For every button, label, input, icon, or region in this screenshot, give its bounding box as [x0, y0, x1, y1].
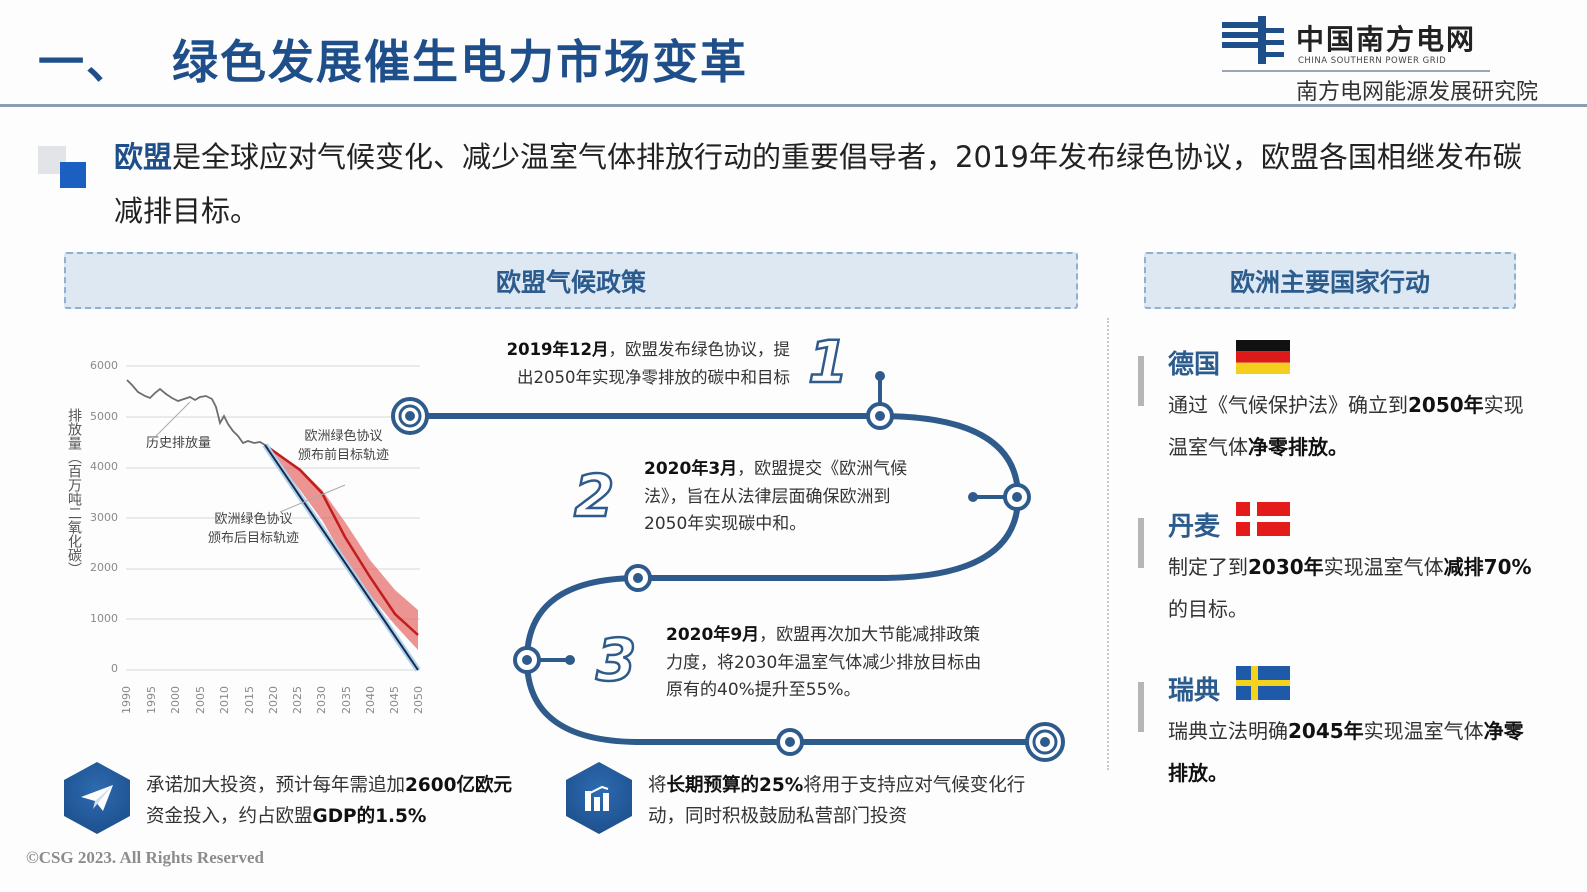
- fact1-text-b: 资金投入，约占欧盟: [146, 806, 313, 827]
- timeline-number-1: 1: [807, 327, 850, 398]
- country-description: 制定了到2030年实现温室气体减排70% 的目标。: [1168, 546, 1538, 630]
- fact2-text-c: 动，同时积极鼓励私营部门投资: [648, 806, 908, 827]
- timeline-text-1b: 出2050年实现净零排放的碳中和目标: [517, 367, 790, 387]
- after-label-line1: 欧洲绿色协议: [214, 512, 293, 527]
- historical-label: 历史排放量: [146, 436, 212, 451]
- after-label-line2: 颁布后目标轨迹: [208, 531, 300, 546]
- denmark-desc-a: 制定了到: [1168, 555, 1248, 579]
- logo-divider: [1222, 70, 1490, 72]
- timeline-event-3: 2020年9月，欧盟再次加大节能减排政策 力度，将2030年温室气体减少排放目标…: [666, 622, 1036, 705]
- csg-logo-icon: [1222, 16, 1284, 64]
- timeline-start-node: [391, 397, 429, 435]
- budget-fact: 将长期预算的25%将用于支持应对气候变化行 动，同时积极鼓励私营部门投资: [648, 770, 1025, 832]
- paper-plane-icon: [64, 762, 130, 834]
- title-text: 绿色发展催生电力市场变革: [172, 35, 748, 89]
- header-divider: [0, 104, 1587, 107]
- intro-text: 是全球应对气候变化、减少温室气体排放行动的重要倡导者，2019年发布绿色协议，欧…: [114, 140, 1522, 228]
- after-target-label: 欧洲绿色协议 颁布后目标轨迹: [208, 510, 299, 548]
- country-name: 丹麦: [1168, 512, 1221, 542]
- country-accent-bar: [1138, 682, 1144, 732]
- page-title: 一、绿色发展催生电力市场变革: [38, 26, 748, 92]
- country-description: 瑞典立法明确2045年实现温室气体净零排放。: [1168, 710, 1538, 794]
- denmark-flag-icon: [1236, 502, 1290, 536]
- denmark-desc-c: 实现温室气体: [1323, 555, 1444, 579]
- sweden-desc-b: 2045年: [1288, 719, 1364, 743]
- country-name: 德国: [1168, 350, 1221, 380]
- y-tick: 4000: [90, 460, 118, 473]
- timeline-date-2: 2020年3月: [644, 459, 738, 479]
- timeline-text-3b: 力度，将2030年温室气体减少排放目标由: [666, 652, 982, 673]
- chart-gridlines: [126, 365, 420, 671]
- intro-paragraph: 欧盟是全球应对气候变化、减少温室气体排放行动的重要倡导者，2019年发布绿色协议…: [114, 130, 1534, 238]
- timeline-number-3: 3: [595, 625, 638, 696]
- bullet-icon: [38, 146, 90, 192]
- y-tick: 6000: [90, 359, 118, 372]
- fact2-text-b: 将用于支持应对气候变化行: [803, 775, 1026, 796]
- timeline-end-node: [1025, 722, 1065, 762]
- fact2-bold: 长期预算的25%: [666, 775, 804, 796]
- institute-name: 南方电网能源发展研究院: [1296, 80, 1539, 105]
- y-tick: 2000: [90, 561, 118, 574]
- timeline-event-2: 2020年3月，欧盟提交《欧洲气候 法》，旨在从法律层面确保欧洲到 2050年实…: [644, 456, 944, 539]
- timeline-text-2b: 法》，旨在从法律层面确保欧洲到: [644, 486, 891, 507]
- logo-name-cn: 中国南方电网: [1296, 23, 1477, 56]
- logo-name-en: CHINA SOUTHERN POWER GRID: [1298, 56, 1447, 66]
- country-actions-header: 欧洲主要国家行动: [1144, 252, 1516, 309]
- denmark-desc-e: 的目标。: [1168, 597, 1248, 621]
- timeline-text-3c: 原有的40%提升至55%。: [666, 680, 861, 700]
- copyright-notice: ©CSG 2023. All Rights Reserved: [26, 848, 264, 867]
- before-target-label: 欧洲绿色协议 颁布前目标轨迹: [298, 427, 389, 465]
- country-name: 瑞典: [1168, 676, 1221, 706]
- fact1-bold-a: 2600亿欧元: [405, 775, 513, 796]
- sweden-desc-a: 瑞典立法明确: [1168, 719, 1288, 743]
- fact2-text-a: 将: [648, 775, 667, 796]
- timeline-number-2: 2: [573, 461, 616, 532]
- y-tick: 1000: [90, 612, 118, 625]
- timeline-text-2a: ，欧盟提交《欧洲气候: [737, 459, 908, 479]
- before-label-line1: 欧洲绿色协议: [304, 429, 383, 444]
- eu-policy-header: 欧盟气候政策: [64, 252, 1078, 309]
- y-tick: 3000: [90, 511, 118, 524]
- germany-desc-d: 净零排放。: [1248, 435, 1348, 459]
- germany-desc-c: 实现温室气体: [1168, 393, 1524, 459]
- timeline-date-3: 2020年9月: [666, 625, 760, 645]
- y-tick: 5000: [90, 410, 118, 423]
- intro-highlight: 欧盟: [114, 140, 173, 174]
- before-label-line2: 颁布前目标轨迹: [298, 448, 390, 463]
- timeline-event-1: 2019年12月，欧盟发布绿色协议，提 出2050年实现净零排放的碳中和目标: [480, 336, 790, 391]
- country-accent-bar: [1138, 356, 1144, 406]
- investment-fact: 承诺加大投资，预计每年需追加2600亿欧元 资金投入，约占欧盟GDP的1.5%: [146, 770, 512, 832]
- vertical-divider: [1107, 318, 1109, 770]
- y-tick: 0: [111, 662, 118, 675]
- country-description: 通过《气候保护法》确立到2050年实现温室气体净零排放。: [1168, 384, 1538, 468]
- sweden-desc-d: 净零排放。: [1168, 719, 1524, 785]
- timeline-date-1: 2019年12月: [506, 340, 609, 359]
- germany-flag-icon: [1236, 340, 1290, 374]
- sweden-flag-icon: [1236, 666, 1290, 700]
- sweden-desc-c: 实现温室气体: [1363, 719, 1484, 743]
- bar-chart-icon: [566, 762, 632, 834]
- timeline-text-2c: 2050年实现碳中和。: [644, 514, 807, 534]
- country-accent-bar: [1138, 518, 1144, 568]
- denmark-desc-d: 减排70%: [1443, 555, 1532, 579]
- denmark-desc-b: 2030年: [1248, 555, 1324, 579]
- germany-desc-a: 通过《气候保护法》确立到: [1168, 393, 1408, 417]
- germany-desc-b: 2050年: [1408, 393, 1484, 417]
- timeline-text-1a: ，欧盟发布绿色协议，提: [608, 340, 791, 359]
- timeline-text-3a: ，欧盟再次加大节能减排政策: [759, 625, 981, 645]
- chart-y-axis-label: 排放量（百万吨二氧化碳）: [66, 408, 82, 576]
- fact1-text-a: 承诺加大投资，预计每年需追加: [146, 775, 406, 796]
- fact1-bold-b: GDP的1.5%: [312, 806, 427, 827]
- section-number: 一、: [38, 35, 134, 89]
